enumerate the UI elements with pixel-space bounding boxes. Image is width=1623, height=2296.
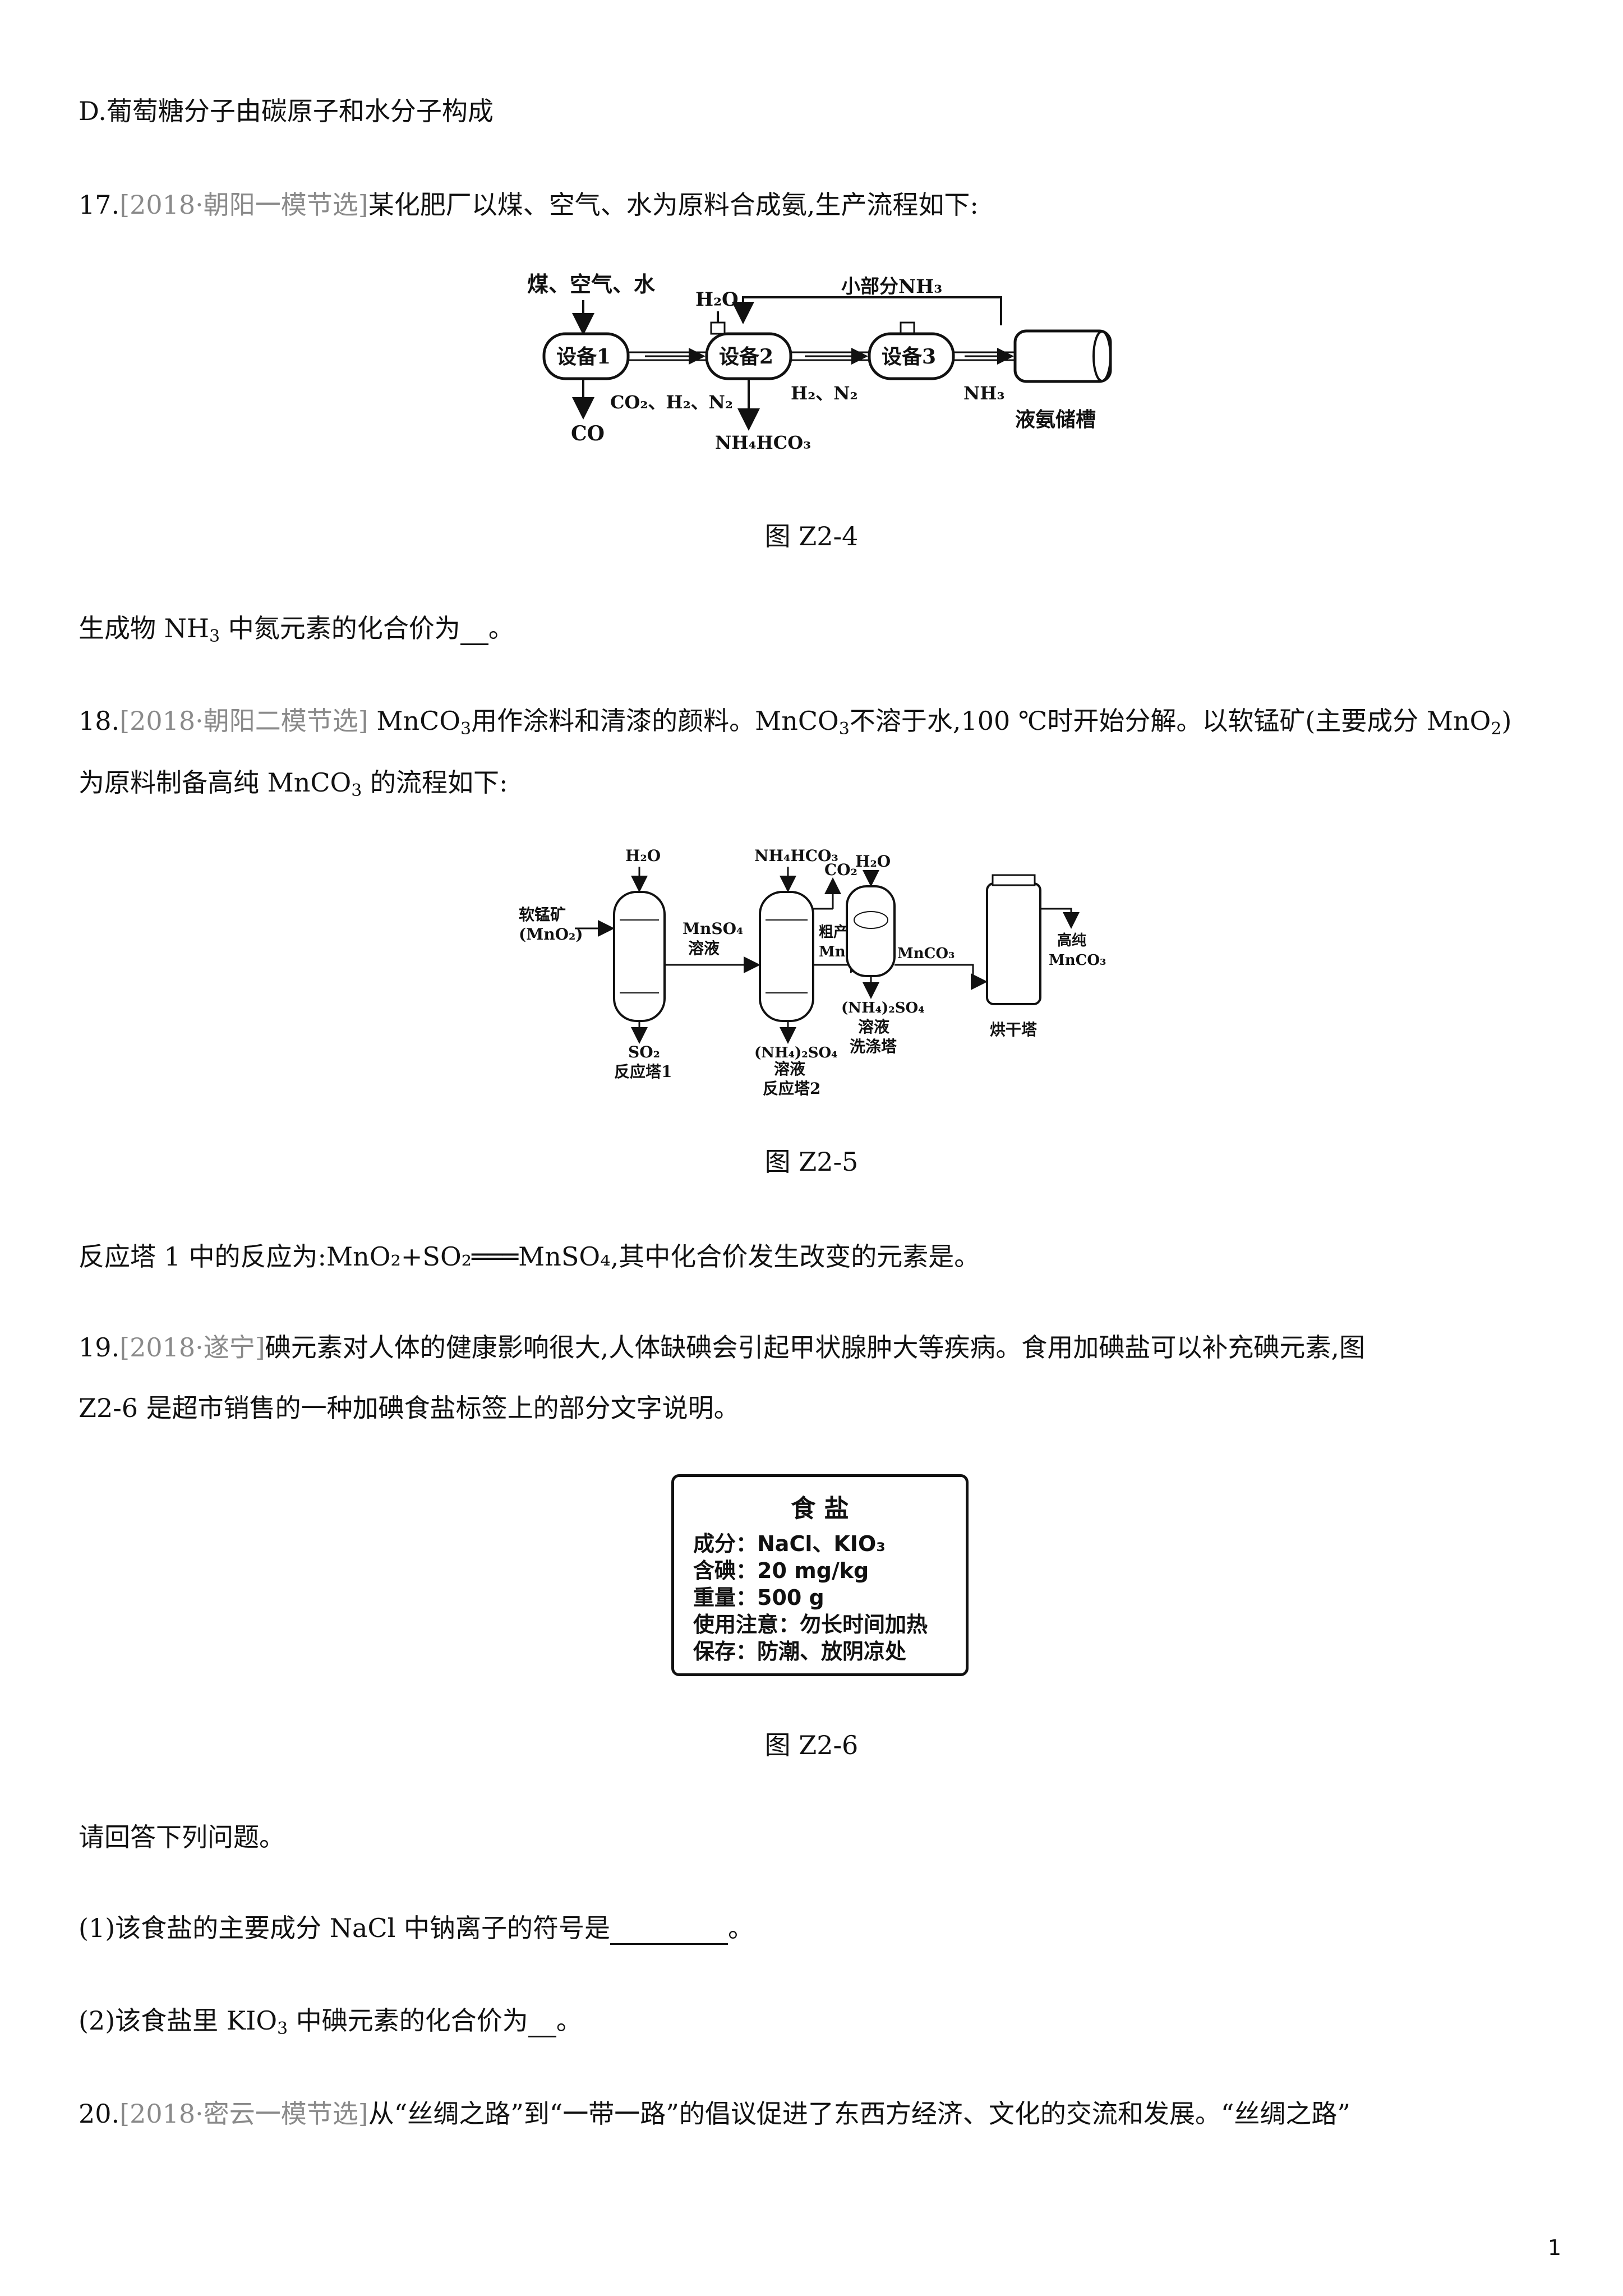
salt-label-row: 保存：防潮、放阴凉处 [693, 1639, 907, 1664]
caption-z2-4: 图 Z2-4 [764, 521, 859, 551]
svg-text:H₂O: H₂O [855, 852, 891, 871]
reaction-tower-2 [759, 891, 814, 1022]
question-18-ask: 反应塔 1 中的反应为:MnO₂+SO₂═══MnSO₄,其中化合价发生改变的元… [79, 1241, 980, 1272]
question-19-sub-1: (1)该食盐的主要成分 NaCl 中钠离子的符号是。 [79, 1911, 754, 1945]
question-17: 17.[2018·朝阳一模节选]某化肥厂以煤、空气、水为原料合成氨,生产流程如下… [79, 190, 979, 220]
question-19: 19.[2018·遂宁]碘元素对人体的健康影响很大,人体缺碘会引起甲状腺肿大等疾… [79, 1332, 1365, 1363]
device-1 [542, 332, 630, 380]
svg-text:MnCO₃: MnCO₃ [897, 945, 955, 962]
question-18-line2: 为原料制备高纯 MnCO3 的流程如下: [79, 767, 508, 800]
svg-text:MnSO₄: MnSO₄ [683, 919, 743, 938]
answer-blank[interactable] [460, 619, 488, 645]
device-3 [868, 332, 955, 380]
svg-text:(NH₄)₂SO₄: (NH₄)₂SO₄ [754, 1045, 838, 1061]
salt-label: 食 盐 成分：NaCl、KIO₃ 含碘：20 mg/kg 重量：500 g 使用… [671, 1474, 969, 1676]
question-source: [2018·朝阳二模节选] [119, 706, 368, 736]
reaction-tower-1 [613, 891, 666, 1022]
caption-z2-6: 图 Z2-6 [764, 1730, 859, 1760]
svg-text:NH₄HCO₃: NH₄HCO₃ [754, 846, 838, 865]
caption-z2-5: 图 Z2-5 [764, 1147, 859, 1177]
svg-text:设备1: 设备1 [556, 345, 611, 369]
salt-label-row: 使用注意：勿长时间加热 [693, 1612, 928, 1637]
drying-tower [986, 882, 1041, 1005]
svg-text:设备3: 设备3 [882, 345, 936, 369]
svg-text:软锰矿: 软锰矿 [519, 905, 566, 924]
fig-nh4hco3: NH₄HCO₃ [715, 432, 811, 453]
svg-text:烘干塔: 烘干塔 [990, 1020, 1038, 1039]
fig-gas12: CO₂、H₂、N₂ [610, 392, 733, 413]
fig-nh3: NH₃ [963, 383, 1005, 404]
question-18: 18.[2018·朝阳二模节选] MnCO3用作涂料和清漆的颜料。MnCO3不溶… [79, 706, 1512, 739]
svg-text:高纯: 高纯 [1057, 932, 1086, 949]
svg-text:SO₂: SO₂ [628, 1043, 660, 1061]
svg-text:溶液: 溶液 [774, 1060, 805, 1078]
svg-text:(NH₄)₂SO₄: (NH₄)₂SO₄ [841, 1000, 925, 1016]
svg-text:洗涤塔: 洗涤塔 [850, 1037, 897, 1056]
svg-text:MnCO₃: MnCO₃ [1049, 952, 1106, 969]
answer-blank[interactable] [610, 1918, 728, 1945]
svg-text:(MnO₂): (MnO₂) [519, 925, 583, 944]
figure-z2-5: 软锰矿 (MnO₂) H₂O SO₂ 反应塔1 MnSO₄ 溶液 NH₄HCO₃… [519, 846, 1106, 1098]
question-source: [2018·遂宁] [119, 1332, 265, 1363]
fig-h2o: H₂O [695, 288, 739, 311]
option-d: D.葡萄糖分子由碳原子和水分子构成 [79, 96, 494, 126]
question-source: [2018·朝阳一模节选] [119, 190, 368, 220]
question-19-prompt: 请回答下列问题。 [79, 1822, 285, 1852]
svg-text:H₂O: H₂O [625, 846, 661, 865]
salt-label-row: 含碘：20 mg/kg [693, 1558, 869, 1583]
svg-text:溶液: 溶液 [858, 1018, 889, 1036]
answer-blank[interactable] [528, 2011, 556, 2037]
question-19-sub-2: (2)该食盐里 KIO3 中碘元素的化合价为。 [79, 2005, 582, 2039]
question-19-line2: Z2-6 是超市销售的一种加碘食盐标签上的部分文字说明。 [79, 1393, 740, 1423]
fig-gas23: H₂、N₂ [791, 383, 858, 404]
fig-co: CO [571, 422, 605, 445]
fig-recycle: 小部分NH₃ [841, 275, 942, 298]
figure-z2-4: 煤、空气、水 设备1 CO CO₂、H₂、N₂ H₂O 设备2 NH₄HCO₃ … [527, 272, 1112, 453]
fig-tank-label: 液氨储槽 [1015, 408, 1096, 431]
salt-label-row: 成分：NaCl、KIO₃ [693, 1531, 886, 1556]
fig-input-label: 煤、空气、水 [527, 272, 656, 297]
svg-text:溶液: 溶液 [688, 939, 720, 958]
svg-text:CO₂: CO₂ [824, 861, 857, 879]
svg-text:设备2: 设备2 [719, 345, 773, 369]
wash-tower [846, 885, 896, 977]
page-number: 1 [1547, 2235, 1561, 2260]
question-17-ask: 生成物 NH3 中氮元素的化合价为。 [79, 613, 514, 646]
svg-text:反应塔1: 反应塔1 [614, 1062, 672, 1081]
salt-label-title: 食 盐 [791, 1494, 849, 1523]
svg-text:反应塔2: 反应塔2 [763, 1079, 820, 1098]
question-20: 20.[2018·密云一模节选]从“丝绸之路”到“一带一路”的倡议促进了东西方经… [79, 2099, 1350, 2129]
question-source: [2018·密云一模节选] [119, 2099, 368, 2129]
salt-label-row: 重量：500 g [693, 1585, 824, 1610]
